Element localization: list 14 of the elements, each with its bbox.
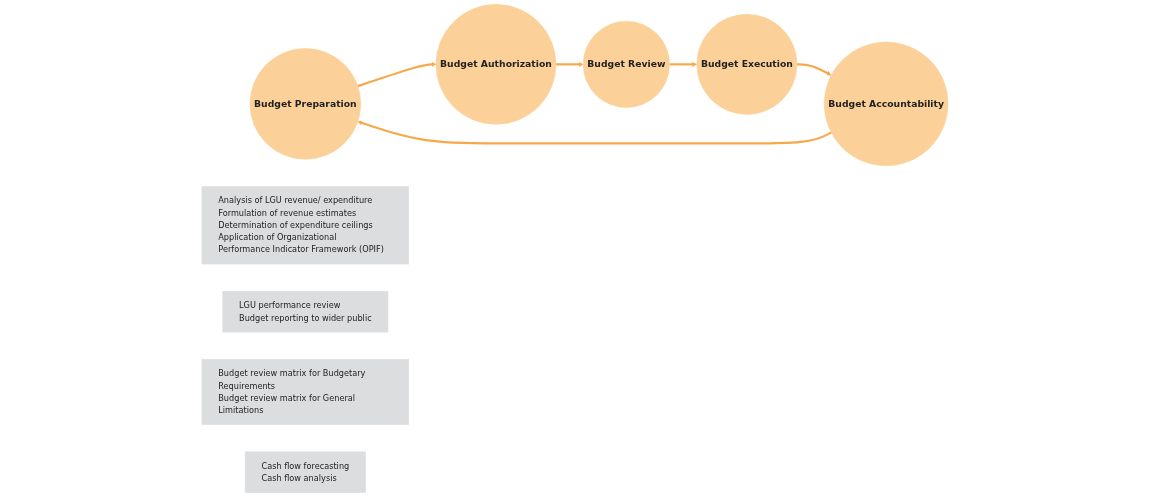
arrow [357,120,832,145]
arrow [555,61,584,67]
node-circle: Budget Execution [696,14,798,115]
arrow [796,63,832,76]
node-box: Budget review matrix for Budgetary Requirements Budget review matrix for General Limitations [201,359,410,425]
node-box: Analysis of LGU revenue/ expenditure Formulation of revenue estimates Determination of expenditure ceilings Application of Organizational Performance Indicator Framework (OPIF) [201,186,410,265]
node-circle: Budget Accountability [823,41,949,167]
arrow [669,61,697,67]
node-circle: Budget Review [582,20,670,108]
arrow [357,61,437,88]
node-box: LGU performance review Budget reporting to wider public [222,291,389,333]
node-circle: Budget Authorization [435,4,557,125]
node-circle: Budget Preparation [249,48,362,160]
node-box: Cash flow forecasting Cash flow analysis [244,451,366,493]
